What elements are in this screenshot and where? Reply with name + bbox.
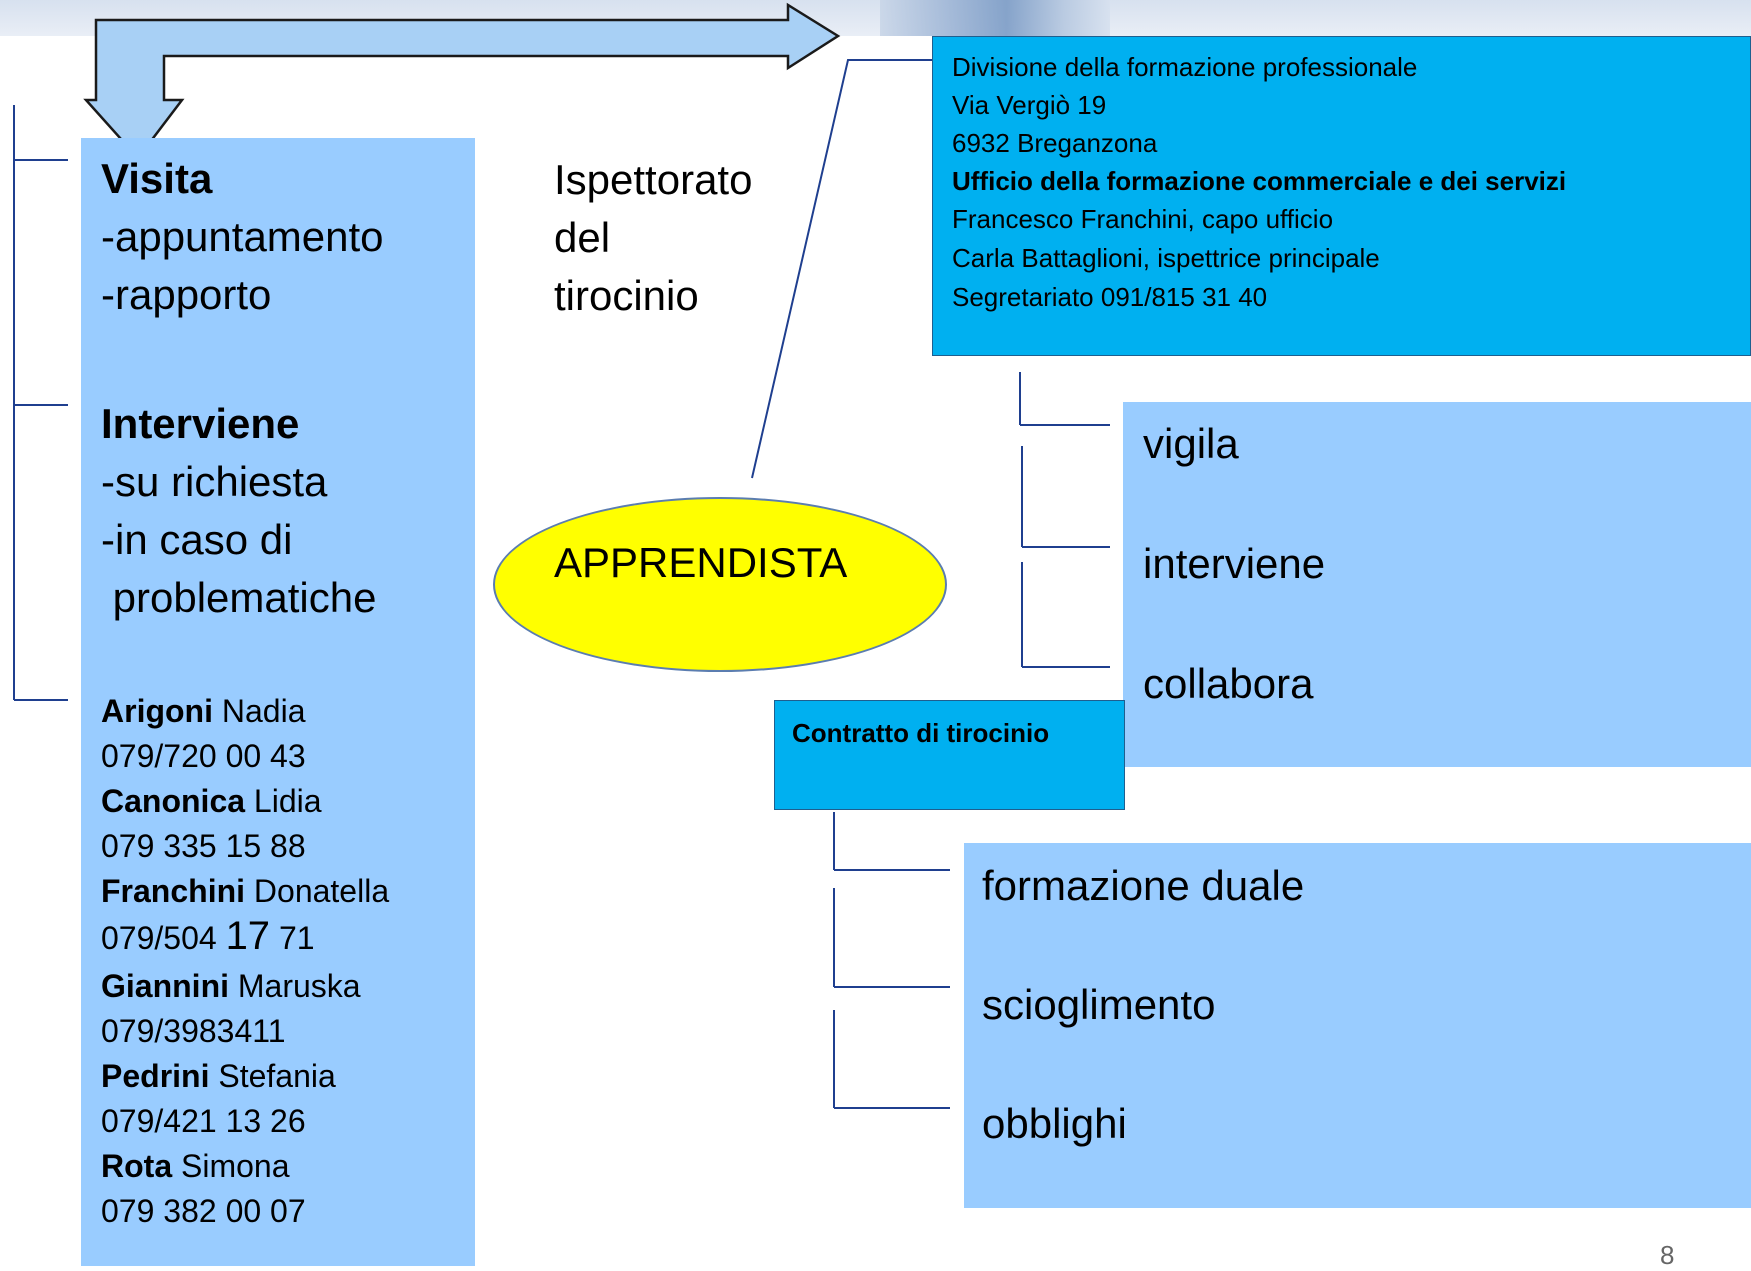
info-line: 6932 Breganzona <box>952 128 1158 158</box>
contact-name: Canonica Lidia <box>101 779 322 824</box>
contact-phone: 079/421 13 26 <box>101 1103 306 1139</box>
contract-items-box <box>964 843 1751 1208</box>
inspectorate-line: tirocinio <box>554 272 699 319</box>
contract-box <box>774 700 1125 810</box>
contract-item: obblighi <box>982 1100 1127 1147</box>
contact-surname: Canonica <box>101 783 246 819</box>
contact-firstname: Lidia <box>253 783 322 819</box>
contact-surname: Arigoni <box>101 693 213 729</box>
actions-bracket <box>1019 372 1110 668</box>
contact-surname: Rota <box>101 1148 173 1184</box>
contact-phone-part: 079/504 <box>101 920 226 956</box>
contact-phone-part: 71 <box>270 920 315 956</box>
link-line <box>751 59 932 479</box>
visita-item: -rapporto <box>101 271 272 318</box>
bent-arrow <box>83 2 841 160</box>
contact-phone: 079/504 17 71 <box>101 914 315 961</box>
interviene-item: problematiche <box>101 574 377 621</box>
contact-name: Arigoni Nadia <box>101 689 305 734</box>
info-line: Divisione della formazione professionale <box>952 52 1418 82</box>
contact-firstname: Donatella <box>253 873 390 909</box>
contact-firstname: Nadia <box>221 693 306 729</box>
contact-surname: Pedrini <box>101 1058 210 1094</box>
contact-firstname: Stefania <box>218 1058 336 1094</box>
info-line: Ufficio della formazione commerciale e d… <box>952 166 1567 196</box>
actions-box <box>1123 402 1751 767</box>
page-number: 8 <box>1660 1240 1675 1270</box>
contact-phone: 079 335 15 88 <box>101 828 306 864</box>
contract-bracket <box>833 812 950 1109</box>
info-line: Segretariato 091/815 31 40 <box>952 282 1268 312</box>
action-item: collabora <box>1143 660 1314 707</box>
contact-surname: Franchini <box>101 873 246 909</box>
interviene-item: -in caso di <box>101 516 293 563</box>
contact-name: Giannini Maruska <box>101 964 361 1009</box>
apprentice-ellipse <box>493 497 947 672</box>
info-line: Carla Battaglioni, ispettrice principale <box>952 243 1380 273</box>
contact-phone: 079/3983411 <box>101 1013 286 1049</box>
contact-phone-part: 17 <box>225 914 271 958</box>
apprentice-label: APPRENDISTA <box>554 539 848 586</box>
interviene-item: -su richiesta <box>101 458 328 505</box>
contract-item: scioglimento <box>982 981 1216 1028</box>
inspectorate-line: del <box>554 214 611 261</box>
info-line: Via Vergiò 19 <box>952 90 1107 120</box>
contract-title: Contratto di tirocinio <box>792 718 1050 748</box>
contact-firstname: Maruska <box>237 968 361 1004</box>
contact-phone: 079/720 00 43 <box>101 738 306 774</box>
contact-phone: 079 382 00 07 <box>101 1193 306 1229</box>
banner-photo <box>880 0 1110 36</box>
contact-name: Pedrini Stefania <box>101 1054 336 1099</box>
interviene-title: Interviene <box>101 400 300 447</box>
left-panel <box>81 138 475 1266</box>
contact-firstname: Simona <box>181 1148 290 1184</box>
contract-item: formazione duale <box>982 862 1305 909</box>
visita-title: Visita <box>101 155 213 202</box>
contact-surname: Giannini <box>101 968 229 1004</box>
left-bracket <box>13 105 68 701</box>
visita-item: -appuntamento <box>101 213 384 260</box>
contact-name: Rota Simona <box>101 1144 290 1189</box>
info-line: Francesco Franchini, capo ufficio <box>952 204 1334 234</box>
inspectorate-line: Ispettorato <box>554 156 753 203</box>
office-info-box <box>932 36 1751 356</box>
contact-name: Franchini Donatella <box>101 869 389 914</box>
action-item: vigila <box>1143 420 1239 467</box>
action-item: interviene <box>1143 540 1326 587</box>
